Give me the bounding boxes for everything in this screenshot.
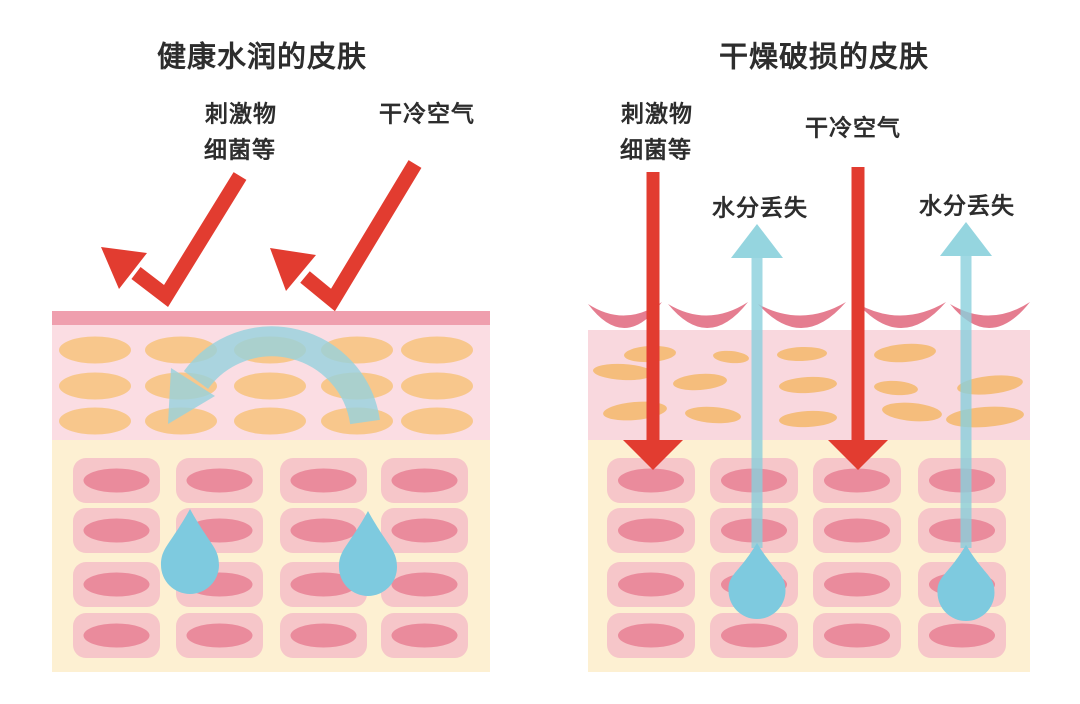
cell-nucleus	[186, 468, 253, 493]
lipid-oval	[234, 372, 306, 400]
water-droplet-icon	[728, 543, 786, 619]
cell-nucleus	[290, 572, 357, 597]
left-panel-title: 健康水润的皮肤	[156, 41, 368, 74]
lipid-oval	[401, 407, 473, 435]
cell-nucleus	[186, 623, 253, 648]
water-droplet-icon	[937, 545, 995, 621]
lipid-oval	[145, 407, 217, 435]
cell-nucleus	[618, 518, 684, 543]
right-water-loss-label-right: 水分丢失	[919, 192, 1015, 219]
lipid-oval	[874, 343, 936, 363]
right-water-loss-label-left: 水分丢失	[712, 194, 808, 221]
lipid-oval	[685, 406, 741, 424]
cell-nucleus	[618, 572, 684, 597]
left-water-droplets	[161, 509, 397, 596]
right-irritants-label-line2: 细菌等	[620, 136, 692, 163]
deflected-arrow-icon	[101, 172, 247, 308]
lipid-oval	[401, 336, 473, 364]
lipid-oval	[874, 380, 918, 396]
cell-nucleus	[391, 518, 458, 543]
lipid-oval	[779, 376, 837, 394]
right-cold-air-label: 干冷空气	[805, 114, 901, 141]
lipid-oval	[59, 407, 131, 435]
left-skin-surface-layer	[52, 311, 490, 325]
deflected-arrow-icon	[270, 160, 422, 312]
cell-nucleus	[83, 572, 150, 597]
left-irritants-label-line1: 刺激物	[205, 100, 277, 127]
water-loss-arrow-icon	[731, 224, 783, 548]
lipid-oval	[234, 407, 306, 435]
right-panel-title: 干燥破损的皮肤	[718, 41, 930, 74]
penetrating-arrow-icon	[623, 172, 683, 470]
right-water-droplets	[728, 543, 995, 621]
cell-nucleus	[824, 518, 890, 543]
cell-nucleus	[618, 623, 684, 648]
skin-crack-flake-icon	[758, 302, 846, 329]
cell-nucleus	[83, 518, 150, 543]
lipid-oval	[673, 373, 727, 391]
cell-nucleus	[721, 623, 787, 648]
cell-nucleus	[391, 468, 458, 493]
cell-nucleus	[391, 572, 458, 597]
water-droplet-icon	[339, 511, 397, 596]
lipid-oval	[777, 346, 827, 362]
skin-crack-flake-icon	[668, 302, 748, 329]
cell-nucleus	[824, 572, 890, 597]
cell-nucleus	[824, 468, 890, 493]
cell-nucleus	[83, 468, 150, 493]
lipid-oval	[882, 402, 942, 422]
lipid-oval	[779, 410, 837, 428]
lipid-oval	[957, 375, 1023, 395]
cell-nucleus	[290, 518, 357, 543]
lipid-oval	[59, 336, 131, 364]
left-cold-air-label: 干冷空气	[379, 100, 475, 127]
cell-nucleus	[290, 468, 357, 493]
cell-nucleus	[83, 623, 150, 648]
cell-nucleus	[391, 623, 458, 648]
moisture-circulation-arrow-icon	[168, 326, 380, 425]
lipid-oval	[59, 372, 131, 400]
right-irritants-label-line1: 刺激物	[621, 100, 693, 127]
water-droplet-icon	[161, 509, 219, 594]
skin-crack-flake-icon	[588, 302, 662, 329]
cell-nucleus	[824, 623, 890, 648]
water-loss-arrow-icon	[940, 222, 992, 548]
lipid-oval	[593, 363, 653, 381]
penetrating-arrow-icon	[828, 167, 888, 470]
lipid-oval	[401, 372, 473, 400]
skin-crack-flake-icon	[858, 302, 946, 329]
cell-nucleus	[929, 623, 995, 648]
left-irritants-label-line2: 细菌等	[204, 136, 276, 163]
cell-nucleus	[618, 468, 684, 493]
cell-nucleus	[290, 623, 357, 648]
lipid-oval	[713, 350, 749, 364]
healthy-skin-illustration	[52, 311, 490, 672]
